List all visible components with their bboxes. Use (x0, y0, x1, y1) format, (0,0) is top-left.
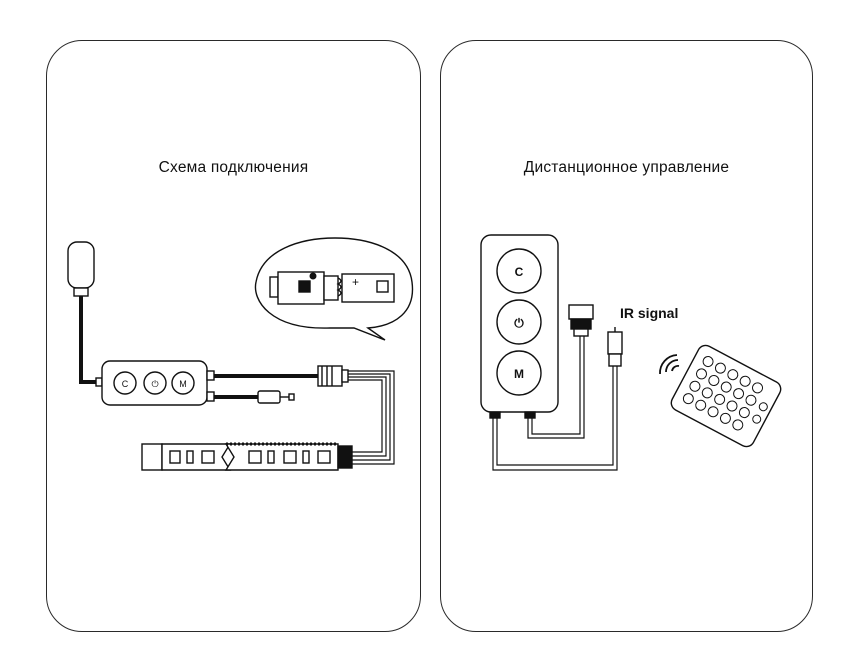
right-btn-m: M (514, 367, 524, 381)
connection-scheme-title: Схема подключения (158, 159, 309, 176)
ribbon-wires (348, 370, 395, 465)
right-wires (492, 336, 618, 471)
speech-bubble-icon: + (254, 237, 414, 341)
right-controller-icon: C ⏻ M (480, 234, 559, 419)
ir-receiver-right-icon (607, 327, 623, 367)
signal-waves-icon (659, 354, 680, 375)
remote-control-icon (670, 344, 782, 448)
plus-label: + (352, 275, 359, 289)
ctrl-btn-power: ⏻ (151, 379, 158, 389)
controller-icon: C ⏻ M (95, 360, 215, 406)
ir-receiver-icon (257, 390, 295, 404)
right-btn-c: C (515, 265, 524, 279)
usb-plug-icon (67, 241, 95, 297)
connection-scheme-panel: Схема подключения (46, 40, 421, 632)
led-strip-icon (141, 442, 353, 471)
remote-control-title: Дистанционное управление (523, 159, 730, 176)
ctrl-btn-m: M (179, 379, 187, 389)
right-connector-icon (568, 304, 594, 337)
right-btn-power: ⏻ (514, 316, 524, 330)
connector-icon (317, 365, 349, 387)
ctrl-btn-c: C (122, 379, 129, 389)
power-cable (79, 296, 100, 384)
ir-signal-label: IR signal (620, 305, 678, 321)
